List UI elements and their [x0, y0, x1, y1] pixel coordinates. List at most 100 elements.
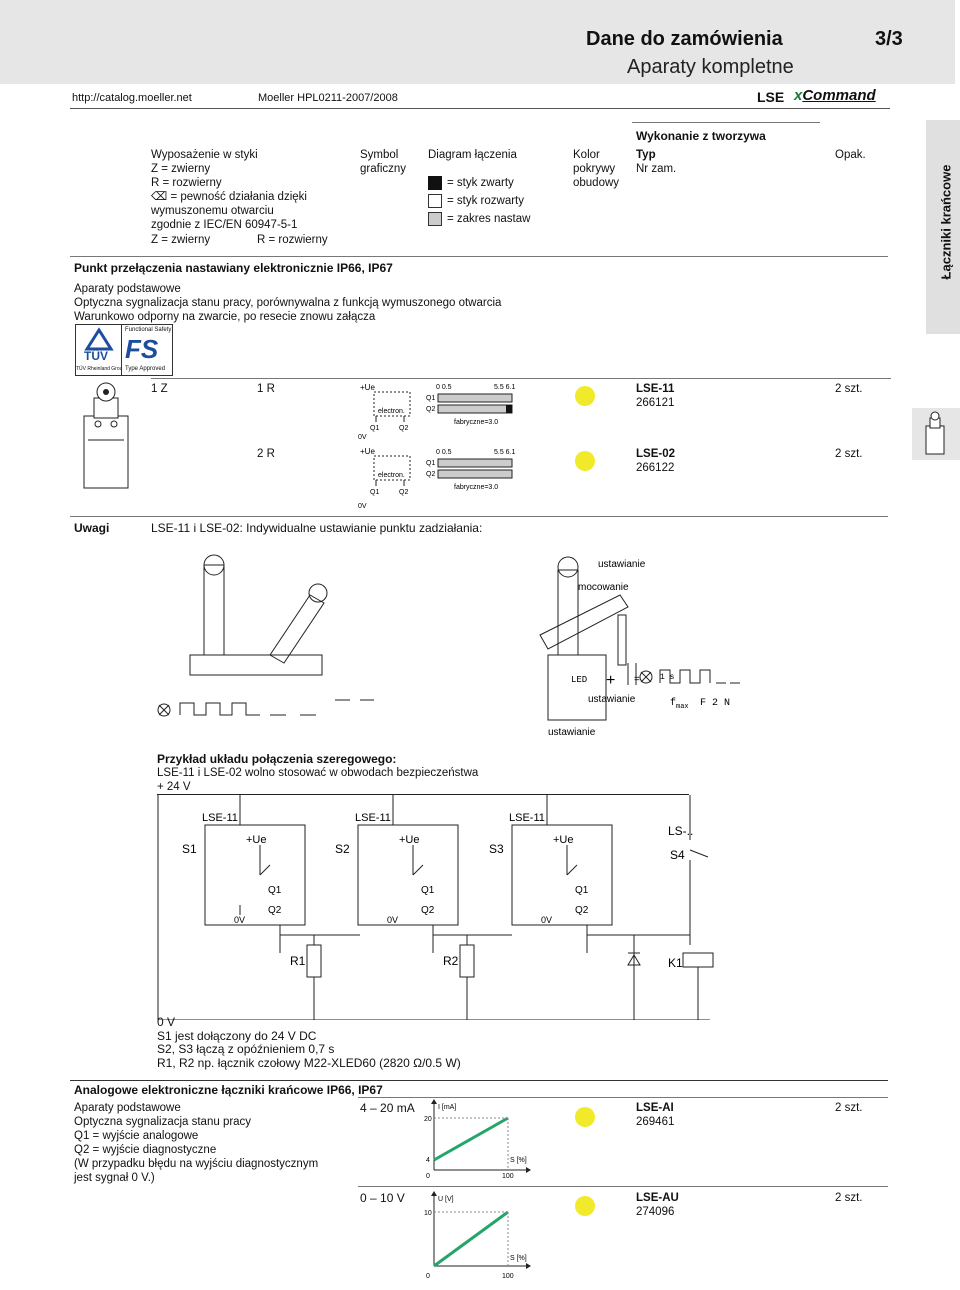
page-number: 3/3	[875, 28, 903, 50]
col-diagram: Diagram łączenia	[428, 149, 517, 161]
catalog-link[interactable]: http://catalog.moeller.net	[72, 92, 192, 104]
product-2-diagram-right: 5.5 6.1	[494, 449, 516, 456]
uwagi-text: LSE-11 i LSE-02: Indywidualne ustawianie…	[151, 521, 483, 535]
product-2-symbol-q2: Q2	[399, 489, 408, 496]
analog-line-5: jest sygnał 0 V.)	[74, 1172, 155, 1184]
row-rule-1	[151, 378, 891, 379]
page-title: Dane do zamówienia	[586, 28, 783, 50]
legend-closed: = styk zwarty	[447, 177, 514, 189]
wykonanie-rule	[632, 122, 820, 123]
analog-line-4: (W przypadku błędu na wyjściu diagnostyc…	[74, 1158, 319, 1170]
example-note-0: 0 V	[157, 1015, 176, 1029]
wyposazenie-l3: ⌫ = pewność działania dzięki	[151, 190, 307, 204]
example-title: Przykład układu połączenia szeregowego:	[157, 752, 397, 766]
analog-line-0: Aparaty podstawowe	[74, 1102, 181, 1114]
circuit-ue-1: +Ue	[246, 834, 267, 846]
product-1-symbol-ue: +Ue	[360, 383, 375, 392]
header-band	[0, 0, 955, 84]
legend-closed-swatch	[428, 176, 442, 190]
example-note-2: S2, S3 łączą z opóźnieniem 0,7 s	[157, 1042, 335, 1056]
product-1-z: 1 Z	[151, 383, 168, 395]
example-line-1: LSE-11 i LSE-02 wolno stosować w obwodac…	[157, 767, 479, 779]
wyposazenie-l5: zgodnie z IEC/EN 60947-5-1	[151, 219, 298, 231]
tuv-badge	[75, 324, 123, 376]
header-rule	[70, 108, 890, 109]
analog-1-ymid: 4	[426, 1157, 430, 1164]
product-2-nr: 266122	[636, 462, 675, 474]
product-2-symbol: +Ue electron. Q1 Q2 0V	[358, 447, 411, 510]
analog-2-nr: 274096	[636, 1206, 675, 1218]
wyposazenie-l1: Z = zwierny	[151, 163, 211, 175]
analog-row-rule-2	[358, 1186, 888, 1187]
product-2-diagram-left: 0 0.5	[436, 449, 452, 456]
product-2-symbol-0v: 0V	[358, 503, 367, 510]
section1-rule	[70, 256, 888, 257]
analog-line-2: Q1 = wyjście analogowe	[74, 1130, 199, 1142]
product-2-r: 2 R	[257, 448, 275, 460]
analog-1-y0: 0	[426, 1173, 430, 1180]
fs-mark: FS	[125, 334, 159, 364]
circuit-s2: S2	[335, 842, 350, 856]
product-2-color-swatch	[575, 451, 595, 471]
analog-title: Analogowe elektroniczne łączniki krańcow…	[74, 1083, 383, 1097]
circuit-q1-3: Q1	[575, 885, 589, 896]
circuit-q2-1: Q2	[268, 905, 282, 916]
brand-logo-x: x	[794, 87, 803, 104]
product-2-diagram-q2: Q2	[426, 471, 435, 478]
analog-1-range: 4 – 20 mA	[360, 1101, 415, 1115]
brand-logo: xCommand	[794, 87, 876, 104]
product-1-diagram: 0 0.5 5.5 6.1 Q1 Q2 fabryczne=3.0	[426, 384, 516, 426]
label-1s: 1 s	[660, 673, 675, 682]
circuit-lse-2: LSE-11	[355, 812, 391, 824]
analog-1-graph: I [mA] 20 4 0 S [%] 100	[424, 1099, 531, 1180]
legend-open-swatch	[428, 194, 442, 208]
tuv-label: TÜV	[84, 349, 108, 363]
product-1-diagram-q2: Q2	[426, 406, 435, 413]
analog-row-rule-1	[358, 1097, 888, 1098]
label-eq: =	[634, 674, 640, 685]
wykonanie-heading: Wykonanie z tworzywa	[636, 129, 766, 143]
product-2-diagram-q1: Q1	[426, 460, 435, 467]
kolor-l2: obudowy	[573, 177, 620, 189]
circuit-q2-3: Q2	[575, 905, 589, 916]
circuit-k1: K1	[668, 956, 683, 970]
analog-lines: Aparaty podstawowe Optyczna sygnalizacja…	[74, 1101, 318, 1185]
tuv-group: TÜV Rheinland Group	[76, 366, 126, 372]
label-ustawianie-mid: ustawianie	[588, 694, 636, 705]
tuv-triangle-icon	[84, 327, 114, 351]
lamp-icon	[157, 703, 171, 717]
product-1-color-swatch	[575, 386, 595, 406]
circuit-s4: S4	[670, 848, 685, 862]
label-fmax: fmax	[670, 697, 689, 711]
circuit-ue-3: +Ue	[553, 834, 574, 846]
example-plus-rail	[157, 794, 689, 795]
uwagi-rule	[70, 516, 888, 517]
analog-2-graph: U [V] 10 S [%] 0 100	[424, 1191, 531, 1280]
lamp-icon-right	[639, 670, 653, 684]
product-code: LSE	[757, 89, 785, 105]
analog-1-opak: 2 szt.	[835, 1102, 863, 1114]
example-notes: 0 V S1 jest dołączony do 24 V DC S2, S3 …	[157, 1015, 461, 1070]
label-fmax-sub: max	[676, 703, 689, 711]
circuit-0v-2: 0V	[387, 915, 398, 925]
label-led: LED	[571, 675, 587, 685]
product-1-symbol: +Ue electron. Q1 Q2 0V	[358, 383, 411, 440]
wyposazenie-l2: R = rozwierny	[151, 177, 222, 189]
circuit-lse-1: LSE-11	[202, 812, 238, 824]
product-1-r: 1 R	[257, 383, 275, 395]
col-typ: Typ	[636, 149, 656, 161]
product-1-diagram-fabryczne: fabryczne=3.0	[454, 419, 498, 426]
legend-range: = zakres nastaw	[447, 213, 531, 225]
circuit-q2-2: Q2	[421, 905, 435, 916]
r-legend: R = rozwierny	[257, 234, 328, 246]
switch-thumbnail	[912, 408, 960, 460]
analog-1-nr: 269461	[636, 1116, 675, 1128]
section1-line-0: Aparaty podstawowe	[74, 283, 181, 295]
circuit-ls: LS-..	[668, 824, 693, 838]
legend-open: = styk rozwarty	[447, 195, 525, 207]
product-1-nr: 266121	[636, 397, 675, 409]
analog-2-y0: 0	[426, 1273, 430, 1280]
analog-1-ytop: 20	[424, 1116, 432, 1123]
section1-lines: Aparaty podstawowe Optyczna sygnalizacja…	[74, 282, 501, 324]
series-circuit: LSE-11 LSE-11 LSE-11 S1 S2 S3 LS-.. S4 +…	[157, 795, 714, 1020]
